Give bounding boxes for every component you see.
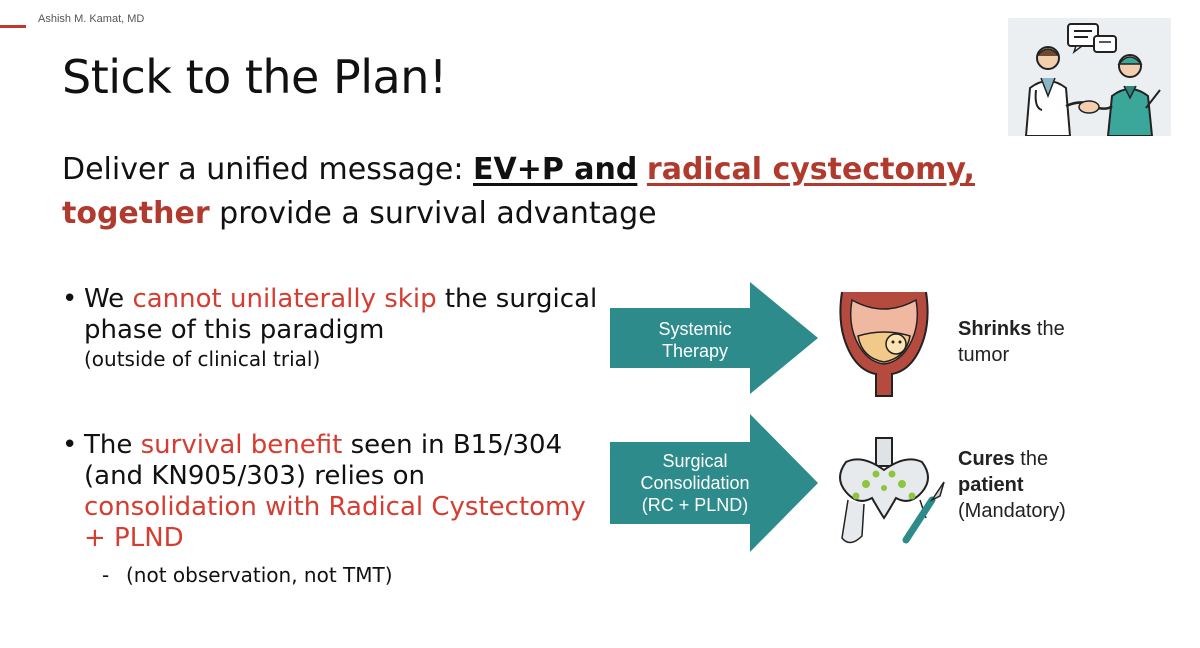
header-accent-bar xyxy=(0,25,26,28)
shrinks-tumor-text: Shrinks the tumor xyxy=(958,316,1065,368)
subtitle-rc-part: radical cystectomy, xyxy=(646,152,975,187)
bullet-2-pre: The xyxy=(84,430,141,460)
bullet-2-red2: consolidation with Radical Cystectomy + … xyxy=(84,492,586,553)
subtitle-prefix: Deliver a unified message: xyxy=(62,152,473,187)
slide-title: Stick to the Plan! xyxy=(62,50,447,104)
arrow1-line1: Systemic xyxy=(658,319,732,339)
subtitle-together: together xyxy=(62,196,210,231)
arrow2-line2: Consolidation xyxy=(640,473,750,493)
bullet-list: • We cannot unilaterally skip the surgic… xyxy=(62,284,602,588)
systemic-therapy-arrow xyxy=(610,282,818,394)
desc1-bold: Shrinks xyxy=(958,318,1032,340)
bullet-1-pre: We xyxy=(84,284,133,314)
arrow2-line1: Surgical xyxy=(662,451,728,471)
doctor-handshake-illustration xyxy=(1008,18,1171,136)
bullet-1-note: (outside of clinical trial) xyxy=(84,347,321,371)
arrow2-line3: (RC + PLND) xyxy=(641,495,749,515)
subitem-text: (not observation, not TMT) xyxy=(126,563,393,587)
bullet-item-1: • We cannot unilaterally skip the surgic… xyxy=(62,284,602,372)
bullet-2-red: survival benefit xyxy=(140,430,343,460)
bladder-icon xyxy=(839,291,929,397)
pelvis-icon xyxy=(839,437,929,544)
handshake-icon xyxy=(1008,18,1171,136)
subtitle-suffix: provide a survival advantage xyxy=(209,196,657,231)
surgical-consolidation-arrow xyxy=(610,414,818,552)
scalpel-icon xyxy=(902,481,945,544)
desc2-rest: the xyxy=(1014,448,1049,470)
bullet-2-post: seen in B15/304 (and KN905/303) relies o… xyxy=(84,430,563,491)
bullet-dot: • xyxy=(62,430,78,460)
systemic-therapy-label: Systemic Therapy xyxy=(630,318,760,362)
bullet-2-subitem: -(not observation, not TMT) xyxy=(62,562,602,588)
desc1-line2: tumor xyxy=(958,344,1010,366)
bullet-1-red: cannot unilaterally skip xyxy=(132,284,437,314)
arrow1-line2: Therapy xyxy=(661,341,729,361)
desc1-rest: the xyxy=(1031,318,1065,340)
bullet-1-post: the surgical phase of this paradigm xyxy=(84,284,598,345)
desc2-bold1: Cures xyxy=(958,448,1015,470)
author-name: Ashish M. Kamat, MD xyxy=(38,13,145,25)
bullet-item-2: • The survival benefit seen in B15/304 (… xyxy=(62,430,602,554)
treatment-diagram: Systemic Therapy Surgical Consolidation … xyxy=(610,278,1130,568)
desc2-line3: (Mandatory) xyxy=(958,500,1066,522)
subtitle-ev-part: EV+P and xyxy=(473,152,638,187)
surgical-consolidation-label: Surgical Consolidation (RC + PLND) xyxy=(622,450,768,516)
subitem-dash: - xyxy=(102,563,110,587)
slide-subtitle: Deliver a unified message: EV+P and radi… xyxy=(62,148,1022,236)
bullet-dot: • xyxy=(62,284,78,314)
cures-patient-text: Cures the patient (Mandatory) xyxy=(958,446,1066,524)
desc2-bold2: patient xyxy=(958,474,1024,496)
diagram-graphics xyxy=(610,282,945,552)
